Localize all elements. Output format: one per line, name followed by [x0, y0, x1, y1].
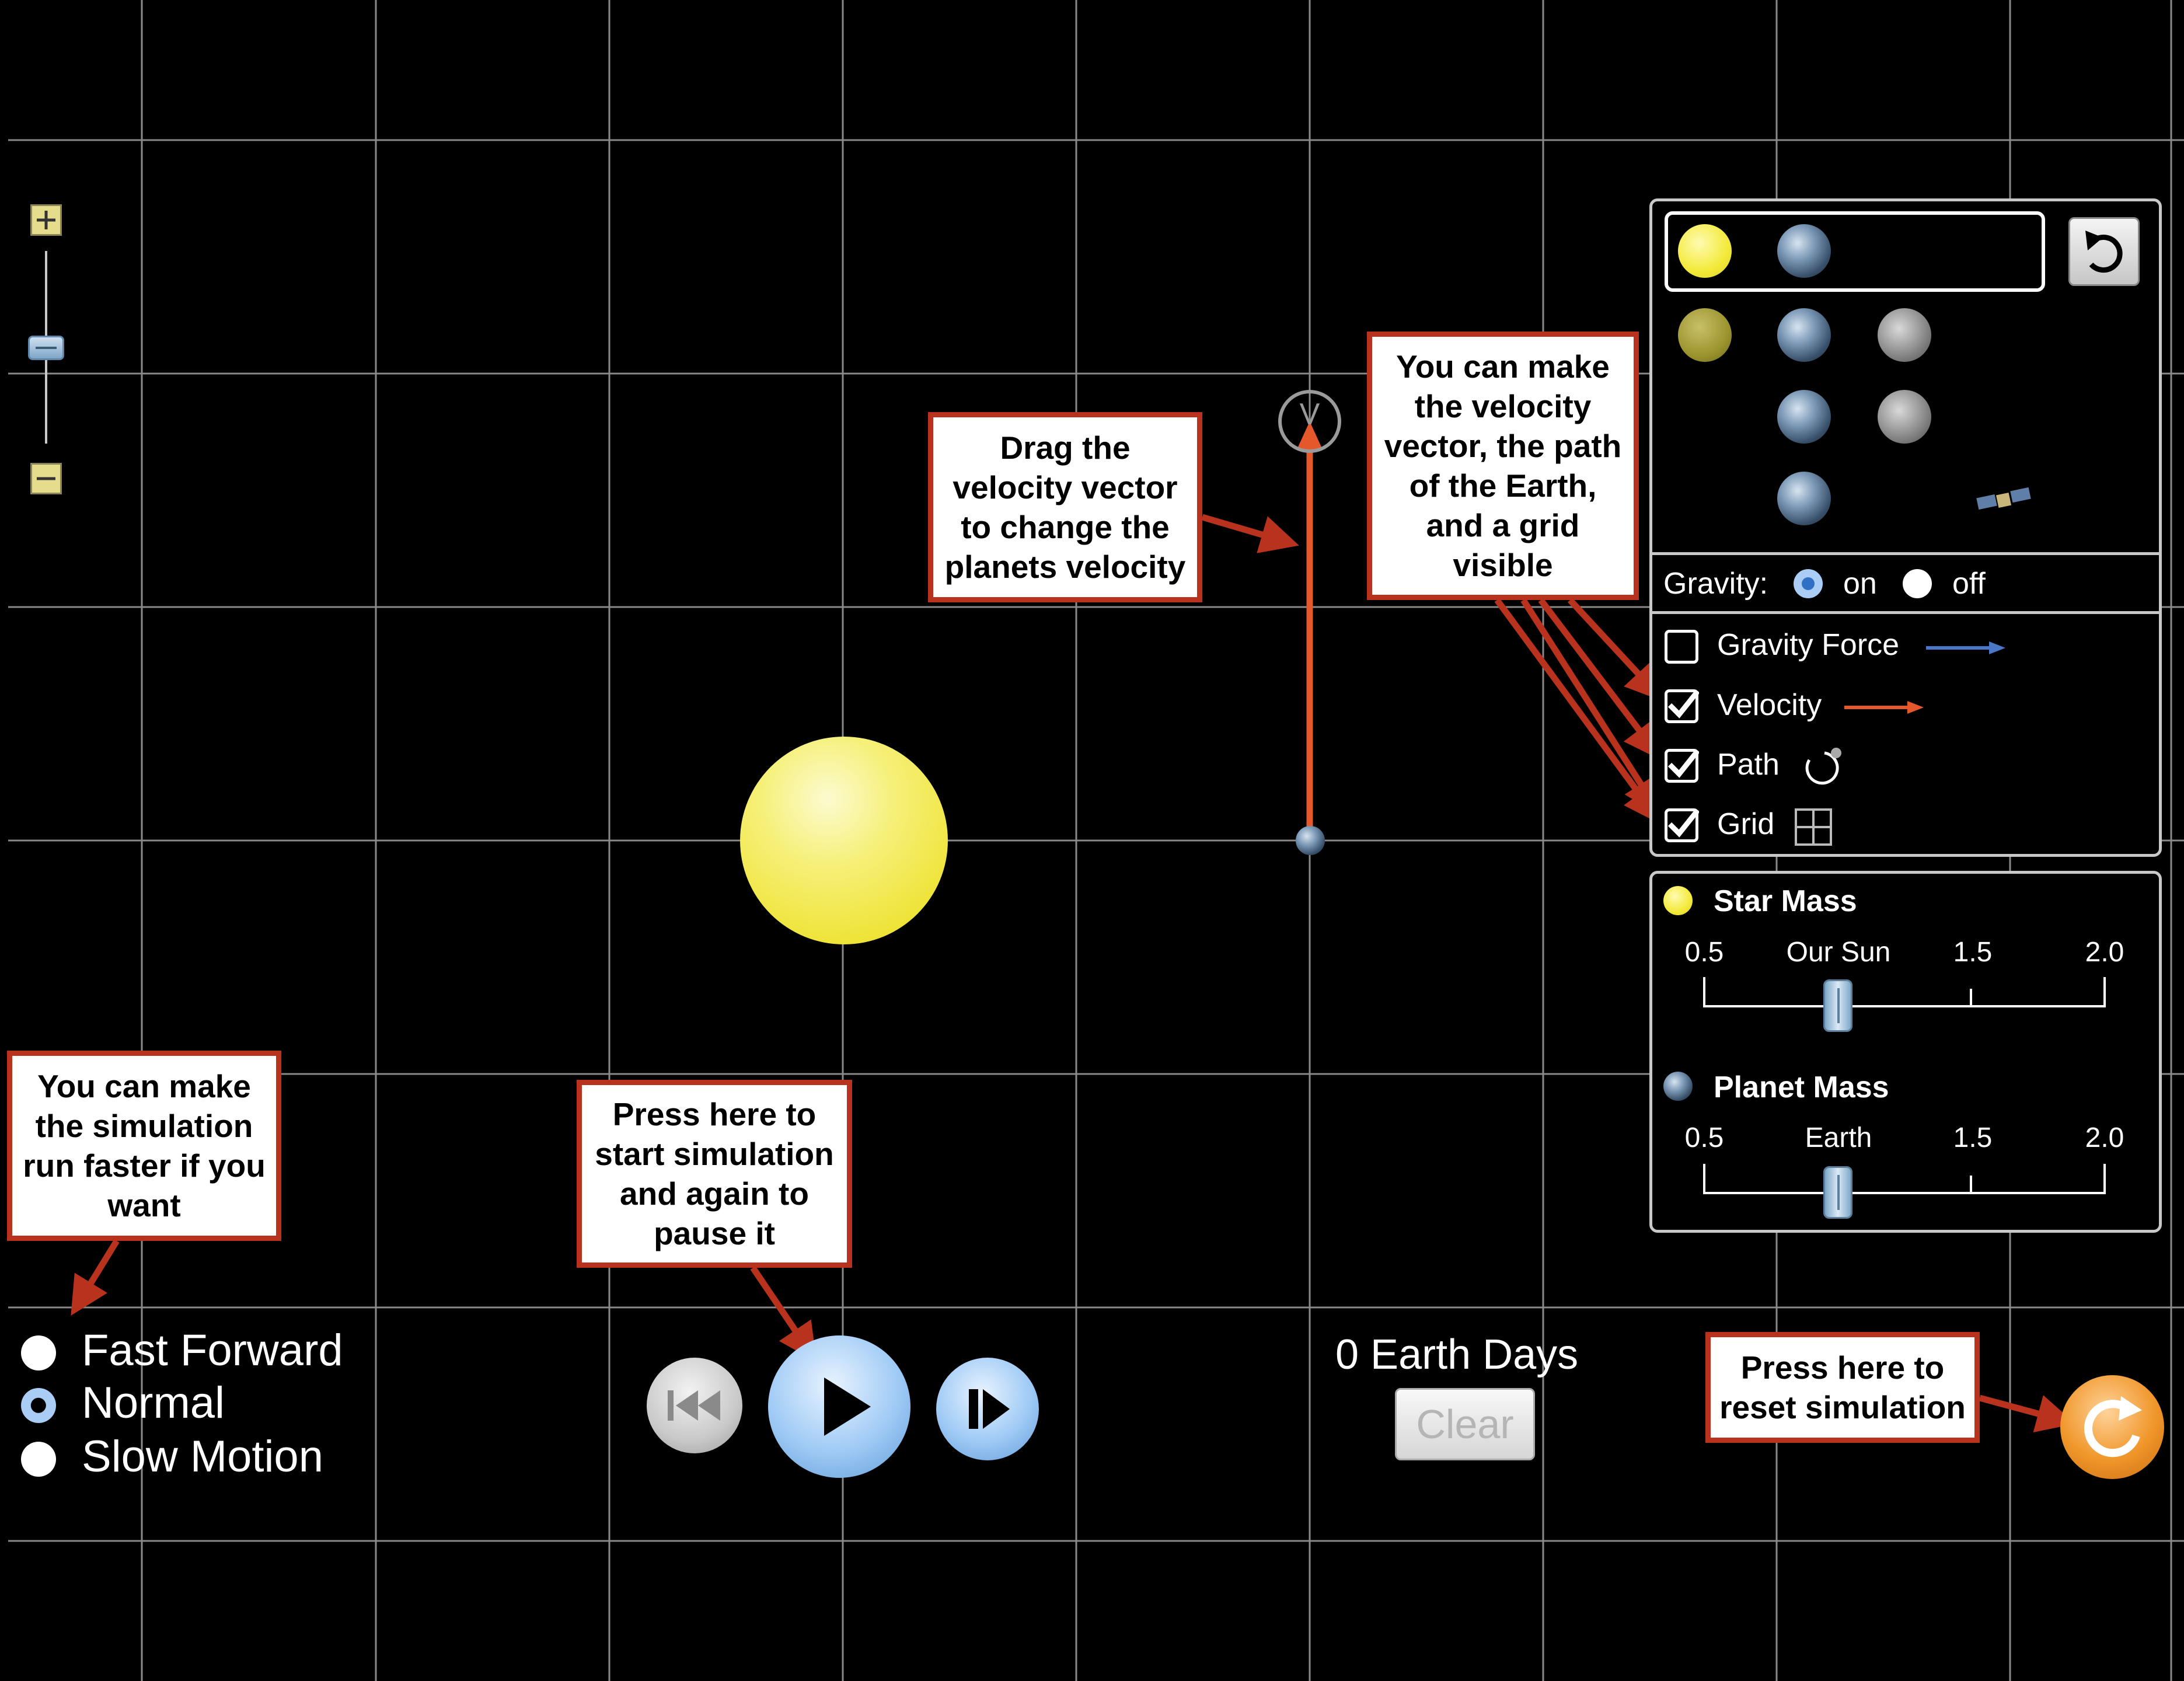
slow-motion-radio[interactable] [21, 1442, 56, 1477]
preset-earth-icon [1777, 224, 1831, 278]
planet-mass-tick-0: 0.5 [1684, 1122, 1724, 1153]
plus-icon [37, 211, 55, 229]
reset-preset-button[interactable] [2068, 217, 2140, 286]
callout-visibility: You can make the velocity vector, the pa… [1367, 332, 1639, 600]
star-mass-slider-track[interactable] [1698, 975, 2119, 1010]
earth[interactable] [1296, 826, 1325, 855]
velocity-vector-handle[interactable] [1278, 390, 1341, 453]
gravity-force-label[interactable]: Gravity Force [1717, 628, 1900, 662]
gravity-on-label[interactable]: on [1843, 567, 1877, 601]
planet-mass-slider-thumb[interactable] [1823, 1166, 1852, 1219]
star-mass-tick-0: 0.5 [1684, 937, 1724, 968]
callout-speed: You can make the simulation run faster i… [7, 1051, 281, 1241]
step-forward-button[interactable] [936, 1358, 1039, 1460]
star-mass-title: Star Mass [1714, 884, 1857, 918]
planet-mass-tick-3: 2.0 [2085, 1122, 2124, 1153]
time-readout: 0 Earth Days [1335, 1331, 1579, 1378]
panel-divider [1652, 552, 2159, 555]
preset-moon-icon-2[interactable] [1878, 390, 1931, 444]
path-checkbox[interactable] [1665, 749, 1699, 783]
callout-play: Press here to start simulation and again… [577, 1080, 852, 1268]
grid-label[interactable]: Grid [1717, 807, 1775, 841]
grid-checkbox[interactable] [1665, 808, 1699, 842]
velocity-vector-label: V [1299, 397, 1320, 431]
velocity-label[interactable]: Velocity [1717, 688, 1822, 722]
panel-divider-2 [1652, 611, 2159, 614]
star-mass-slider-thumb[interactable] [1823, 979, 1852, 1032]
clear-button[interactable]: Clear [1395, 1388, 1535, 1460]
planet-mass-title: Planet Mass [1714, 1070, 1889, 1104]
gravity-on-radio[interactable] [1794, 569, 1823, 598]
gravity-label: Gravity: [1663, 567, 1768, 601]
gravity-off-radio[interactable] [1903, 569, 1932, 598]
grid-icon [1795, 808, 1832, 846]
preset-earth-icon-4[interactable] [1777, 472, 1831, 525]
gravity-off-label[interactable]: off [1952, 567, 1986, 601]
path-icon [1805, 748, 1841, 785]
path-label[interactable]: Path [1717, 748, 1780, 782]
satellite-icon[interactable] [1975, 483, 2033, 518]
zoom-slider-thumb[interactable] [28, 336, 64, 360]
normal-radio[interactable] [21, 1388, 56, 1423]
checkmark-icon-2 [1667, 749, 1699, 778]
star-mass-tick-2: 1.5 [1953, 937, 1993, 968]
planet-mass-tick-1: Earth [1805, 1122, 1872, 1153]
reset-simulation-button[interactable] [2060, 1375, 2164, 1479]
step-forward-icon [969, 1389, 1010, 1429]
fast-forward-radio[interactable] [21, 1335, 56, 1370]
checkmark-icon [1667, 689, 1699, 719]
star-mass-tick-1: Our Sun [1786, 937, 1891, 968]
callout-reset: Press here to reset simulation [1705, 1332, 1980, 1443]
preset-dim-sun-icon[interactable] [1678, 308, 1732, 362]
play-button[interactable] [768, 1335, 910, 1478]
minus-icon [37, 477, 55, 480]
clear-button-label: Clear [1416, 1401, 1514, 1447]
reset-icon [2084, 1396, 2142, 1457]
play-icon [824, 1377, 871, 1436]
preset-moon-icon[interactable] [1878, 308, 1931, 362]
fast-forward-label[interactable]: Fast Forward [82, 1326, 343, 1375]
normal-label[interactable]: Normal [82, 1378, 225, 1428]
undo-icon [2085, 231, 2123, 273]
slow-motion-label[interactable]: Slow Motion [82, 1432, 323, 1481]
star-mass-sun-icon [1663, 886, 1693, 915]
sun[interactable] [740, 737, 948, 944]
planet-mass-earth-icon [1663, 1072, 1693, 1101]
zoom-in-button[interactable] [30, 204, 62, 236]
zoom-out-button[interactable] [30, 463, 62, 494]
velocity-checkbox[interactable] [1665, 689, 1699, 723]
planet-mass-tick-2: 1.5 [1953, 1122, 1993, 1153]
selected-preset[interactable] [1665, 211, 2045, 292]
checkmark-icon-3 [1667, 808, 1699, 838]
orange-arrow-icon [1844, 701, 1924, 714]
callout-velocity-drag: Drag the velocity vector to change the p… [928, 412, 1202, 602]
preset-sun-icon [1678, 224, 1732, 278]
star-mass-tick-3: 2.0 [2085, 937, 2124, 968]
rewind-button[interactable] [647, 1358, 742, 1453]
preset-earth-icon-2[interactable] [1777, 308, 1831, 362]
preset-earth-icon-3[interactable] [1777, 390, 1831, 444]
blue-arrow-icon [1926, 641, 2005, 654]
rewind-icon [668, 1390, 720, 1421]
gravity-force-checkbox[interactable] [1665, 630, 1698, 664]
planet-mass-slider-track[interactable] [1698, 1162, 2119, 1197]
mass-panel [1649, 871, 2162, 1233]
